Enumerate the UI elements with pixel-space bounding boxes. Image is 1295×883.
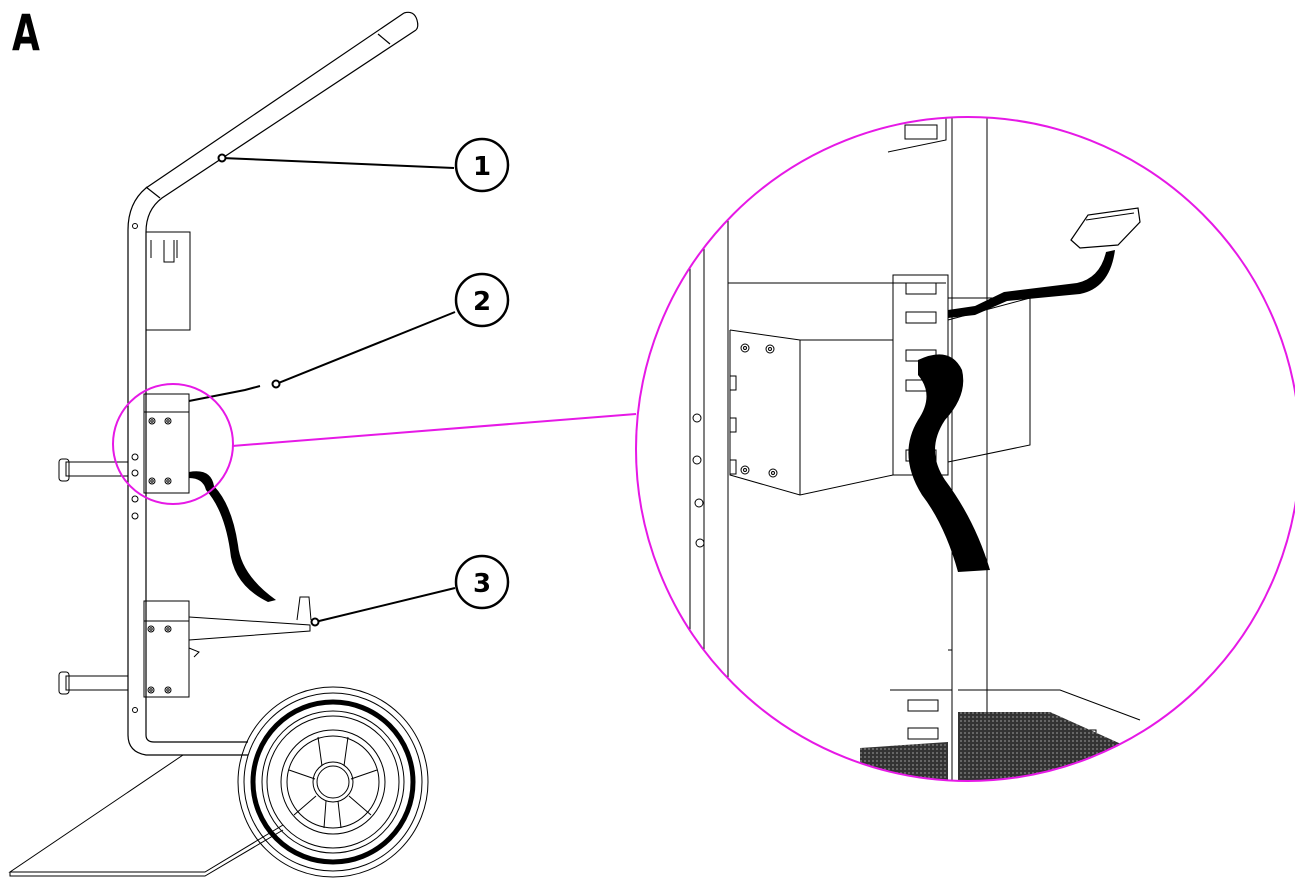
lower-side-arm	[58, 671, 129, 695]
callout-leaders	[217, 153, 456, 627]
zoom-detail	[636, 117, 1295, 781]
base-plate	[8, 754, 284, 877]
middle-bracket	[131, 393, 190, 520]
lower-bracket	[132, 223, 190, 713]
panel-label: A	[12, 4, 40, 62]
callout-1: 1	[454, 137, 510, 193]
callout-3-number: 3	[473, 569, 491, 599]
wheel	[237, 686, 429, 878]
callout-2: 2	[454, 272, 510, 328]
callout-2-number: 2	[473, 287, 491, 317]
callout-3: 3	[454, 554, 510, 610]
upper-bracket	[145, 231, 191, 331]
retainer-arm	[188, 596, 312, 658]
callout-1-number: 1	[473, 152, 491, 182]
zoom-indicator	[112, 116, 1295, 782]
upper-side-arm	[58, 458, 129, 482]
strap	[188, 385, 276, 602]
